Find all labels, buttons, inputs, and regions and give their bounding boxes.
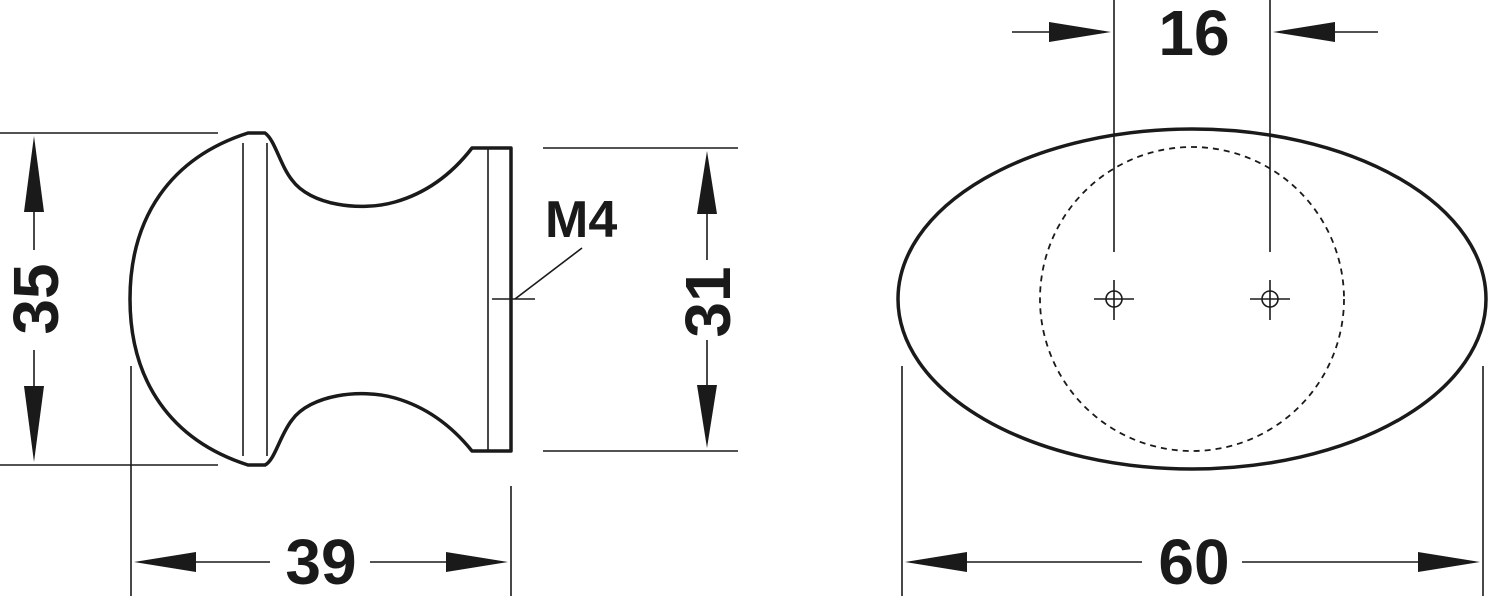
dim-label-31: 31 (672, 266, 744, 337)
dim-label-35: 35 (0, 263, 72, 334)
thread-leader (514, 247, 583, 300)
label-mask-39 (270, 530, 370, 594)
arrow-39-left (134, 552, 196, 572)
knob-side-outline (128, 131, 513, 467)
base-hidden-circle (1039, 146, 1345, 452)
arrow-16-left (1049, 22, 1111, 42)
arrow-60-right (1418, 552, 1480, 572)
arrow-16-right (1273, 22, 1335, 42)
arrow-60-left (905, 552, 967, 572)
arrow-31-bottom (697, 385, 717, 448)
arrow-39-right (446, 552, 508, 572)
side-view: M4 35 31 39 (0, 131, 744, 596)
label-mask-35 (14, 250, 56, 350)
dim-label-39: 39 (285, 526, 356, 596)
screw-hole-left (1094, 280, 1134, 320)
dim-label-60: 60 (1158, 526, 1229, 596)
arrow-35-bottom (24, 386, 44, 462)
dim-label-16: 16 (1158, 0, 1229, 69)
knob-top-outline (896, 127, 1488, 471)
label-mask-60 (1142, 530, 1242, 594)
thread-label: M4 (545, 191, 617, 249)
top-view: 16 60 (896, 0, 1488, 596)
label-mask-31 (686, 260, 730, 340)
arrow-35-top (24, 136, 44, 212)
screw-hole-right (1250, 280, 1290, 320)
arrow-31-top (697, 151, 717, 214)
